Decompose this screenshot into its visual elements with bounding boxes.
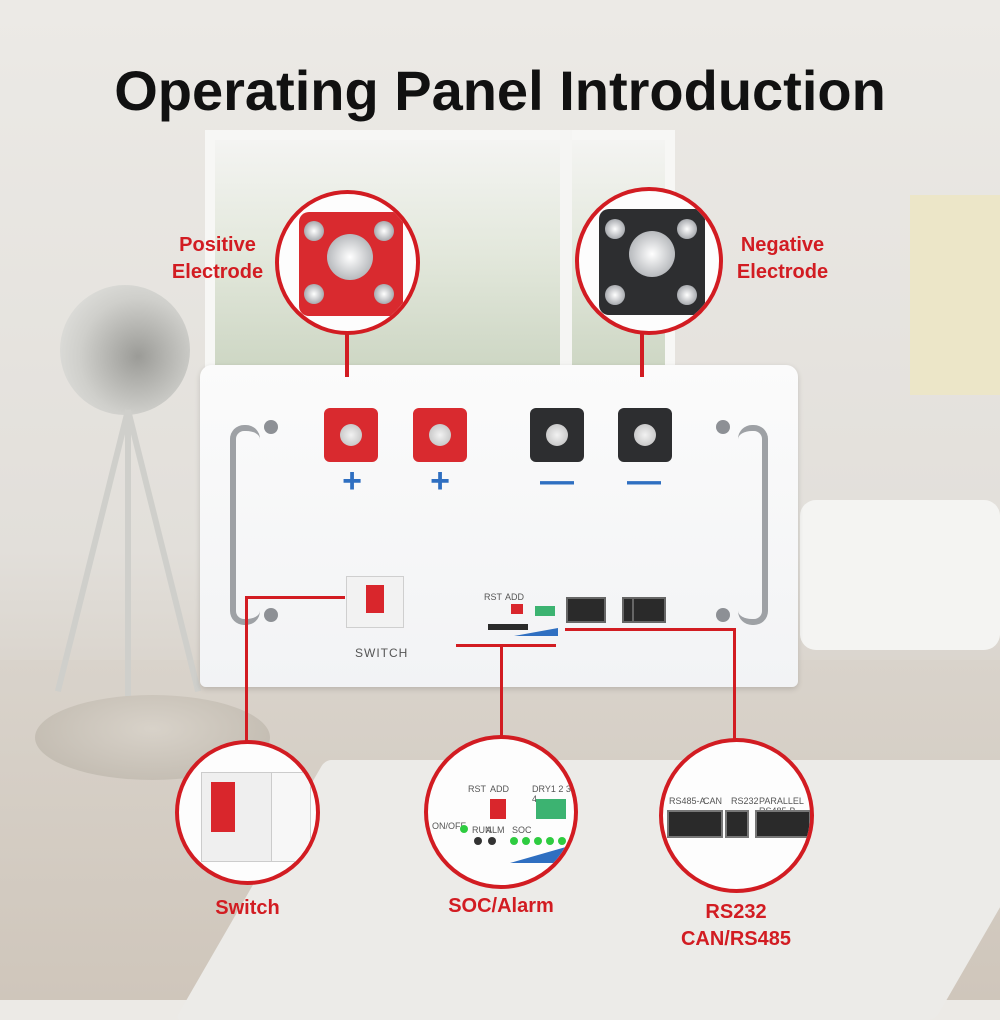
- positive-terminal-2: [413, 408, 467, 462]
- right-handle: [738, 425, 768, 625]
- page-title: Operating Panel Introduction: [114, 59, 886, 122]
- terminal-screw: [605, 219, 625, 239]
- handle-bolt: [264, 608, 278, 622]
- battery-cabinet: [200, 365, 798, 687]
- connector-line: [245, 596, 345, 599]
- negative-electrode-callout: [575, 187, 723, 335]
- connector-line: [456, 644, 556, 647]
- soc-wedge-indicator: [510, 847, 566, 863]
- negative-terminal-2: [618, 408, 672, 462]
- rs485a-closeup-label: RS485-A: [669, 796, 706, 806]
- terminal-screw: [605, 285, 625, 305]
- alarm-led: [488, 837, 496, 845]
- soc-led: [546, 837, 554, 845]
- plus-sign: +: [430, 462, 450, 500]
- run-led: [474, 837, 482, 845]
- dry-terminal-closeup[interactable]: [536, 799, 566, 819]
- communication-label: RS232 CAN/RS485: [680, 901, 792, 950]
- left-handle: [230, 425, 260, 625]
- add-closeup-label: ADD: [490, 784, 510, 794]
- switch-label: Switch: [215, 897, 280, 919]
- dry-contact-terminal[interactable]: [535, 606, 555, 616]
- rs485b-port[interactable]: [632, 597, 666, 623]
- alm-label: ALM: [486, 825, 505, 835]
- terminal-screw: [304, 284, 324, 304]
- plus-sign: +: [342, 462, 362, 500]
- power-led: [460, 825, 468, 833]
- terminal-stud: [327, 234, 373, 280]
- rs485a-can-port-closeup[interactable]: [667, 810, 723, 838]
- breaker-label-plate: [271, 772, 311, 862]
- terminal-screw: [677, 285, 697, 305]
- status-led-row: [488, 624, 528, 630]
- soc-alarm-label: SOC/Alarm: [448, 895, 554, 917]
- rst-label: RST: [484, 592, 502, 602]
- lamp-leg: [125, 410, 131, 700]
- rs232-closeup-label: RS232: [731, 796, 759, 806]
- soc-led: [510, 837, 518, 845]
- terminal-screw: [374, 221, 394, 241]
- connector-line: [500, 644, 503, 740]
- rs485a-port[interactable]: [566, 597, 606, 623]
- add-label: ADD: [505, 592, 525, 602]
- background-wall-art: [910, 195, 1000, 395]
- address-dip-switch[interactable]: [511, 604, 523, 614]
- soc-alarm-callout: RST ADD DRY1 2 3 4 ON/OFF RUN ALM SOC: [424, 735, 578, 889]
- rs485b-port-closeup[interactable]: [755, 810, 810, 838]
- soc-led: [558, 837, 566, 845]
- can-closeup-label: CAN: [703, 796, 723, 806]
- connector-line: [733, 628, 736, 740]
- minus-sign: —: [540, 462, 574, 500]
- background-sofa: [800, 500, 1000, 650]
- breaker-lever[interactable]: [366, 585, 384, 613]
- terminal-stud: [629, 231, 675, 277]
- minus-sign: —: [627, 462, 661, 500]
- positive-electrode-label: Positive Electrode: [171, 234, 264, 283]
- on-off-label: ON/OFF: [432, 821, 466, 831]
- terminal-screw: [677, 219, 697, 239]
- lamp-leg: [125, 409, 202, 693]
- background-floor-lamp: [60, 285, 190, 415]
- terminal-screw: [374, 284, 394, 304]
- dry-closeup-label: DRY1 2 3 4: [532, 784, 571, 804]
- switch-panel-label: SWITCH: [355, 646, 409, 660]
- negative-electrode-label: Negative Electrode: [736, 234, 829, 283]
- dip-switch-closeup[interactable]: [490, 799, 506, 819]
- positive-terminal-1: [324, 408, 378, 462]
- breaker-lever-closeup: [211, 782, 235, 832]
- background-window-frame: [560, 130, 572, 400]
- handle-bolt: [264, 420, 278, 434]
- rst-closeup-label: RST: [468, 784, 486, 794]
- connector-line: [565, 628, 735, 631]
- soc-led: [534, 837, 542, 845]
- soc-led: [522, 837, 530, 845]
- communication-callout: RS485-A CAN RS232 PARALLEL RS485-B: [659, 738, 814, 893]
- negative-terminal-1: [530, 408, 584, 462]
- connector-line: [245, 596, 248, 751]
- soc-indicator: [514, 628, 558, 636]
- run-label: RUN: [472, 825, 492, 835]
- handle-bolt: [716, 608, 730, 622]
- lamp-leg: [54, 409, 131, 693]
- handle-bolt: [716, 420, 730, 434]
- rs232-port-closeup[interactable]: [725, 810, 749, 838]
- terminal-screw: [304, 221, 324, 241]
- soc-label: SOC: [512, 825, 532, 835]
- switch-callout: [175, 740, 320, 885]
- positive-electrode-callout: [275, 190, 420, 335]
